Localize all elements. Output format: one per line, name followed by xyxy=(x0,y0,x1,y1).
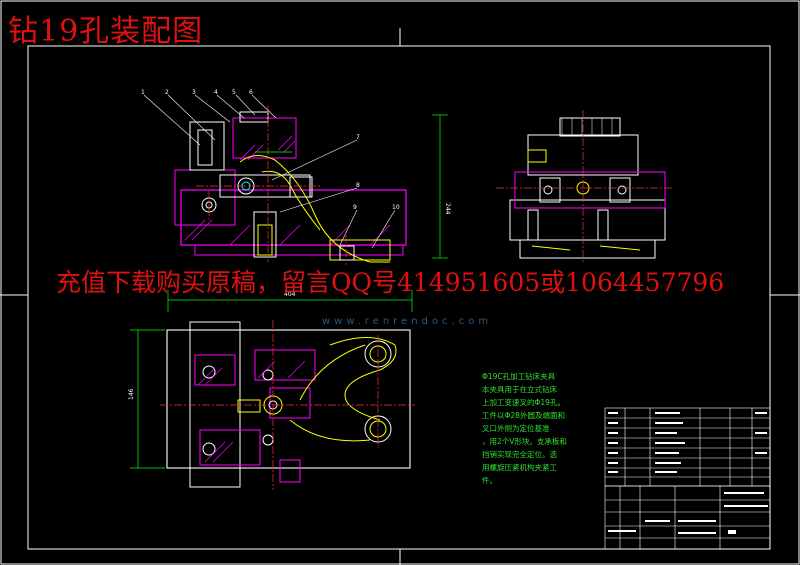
note-line: 叉口外侧为定位基准 xyxy=(482,424,550,433)
note-line: 工件以Φ28外圆及端面和 xyxy=(482,411,565,420)
watermark-url: www.renrendoc.com xyxy=(322,316,493,327)
drawing-title: 钻19孔装配图 xyxy=(8,14,204,49)
plan-view: 146 xyxy=(128,320,415,490)
title-block-glyphs xyxy=(608,412,768,534)
note-line: ，用2个V形块。支承板和 xyxy=(482,437,567,446)
dim-height-plan: 146 xyxy=(128,388,135,400)
part-number-8: 8 xyxy=(356,182,360,189)
title-block xyxy=(604,407,771,550)
front-view: 404 244 1 2 3 4 5 6 xyxy=(141,89,451,312)
part-number-5: 5 xyxy=(232,89,236,96)
technical-note: Φ19C孔加工钻床夹具 本夹具用于在立式钻床 上加工变速叉的Φ19孔。 工件以Φ… xyxy=(482,370,592,487)
part-number-10: 10 xyxy=(392,204,400,211)
dim-width-top: 404 xyxy=(284,291,296,298)
note-line: 件。 xyxy=(482,476,497,485)
part-number-2: 2 xyxy=(165,89,169,96)
dim-height-top: 244 xyxy=(444,203,451,215)
note-line: 用螺旋压紧机构夹紧工 xyxy=(482,463,557,472)
purchase-overlay-text: 充值下载购买原稿，留言QQ号414951605或1064457796 xyxy=(56,268,725,297)
part-number-9: 9 xyxy=(353,204,357,211)
part-number-7: 7 xyxy=(356,134,360,141)
note-line: Φ19C孔加工钻床夹具 xyxy=(482,372,556,381)
note-line: 挡销实现完全定位。选 xyxy=(482,450,557,459)
part-number-4: 4 xyxy=(214,89,218,96)
part-number-3: 3 xyxy=(192,89,196,96)
part-number-1: 1 xyxy=(141,89,145,96)
note-line: 本夹具用于在立式钻床 xyxy=(482,385,557,394)
note-line: 上加工变速叉的Φ19孔。 xyxy=(482,398,565,407)
inner-frame xyxy=(27,45,771,550)
part-number-6: 6 xyxy=(249,89,253,96)
side-view xyxy=(496,110,672,262)
